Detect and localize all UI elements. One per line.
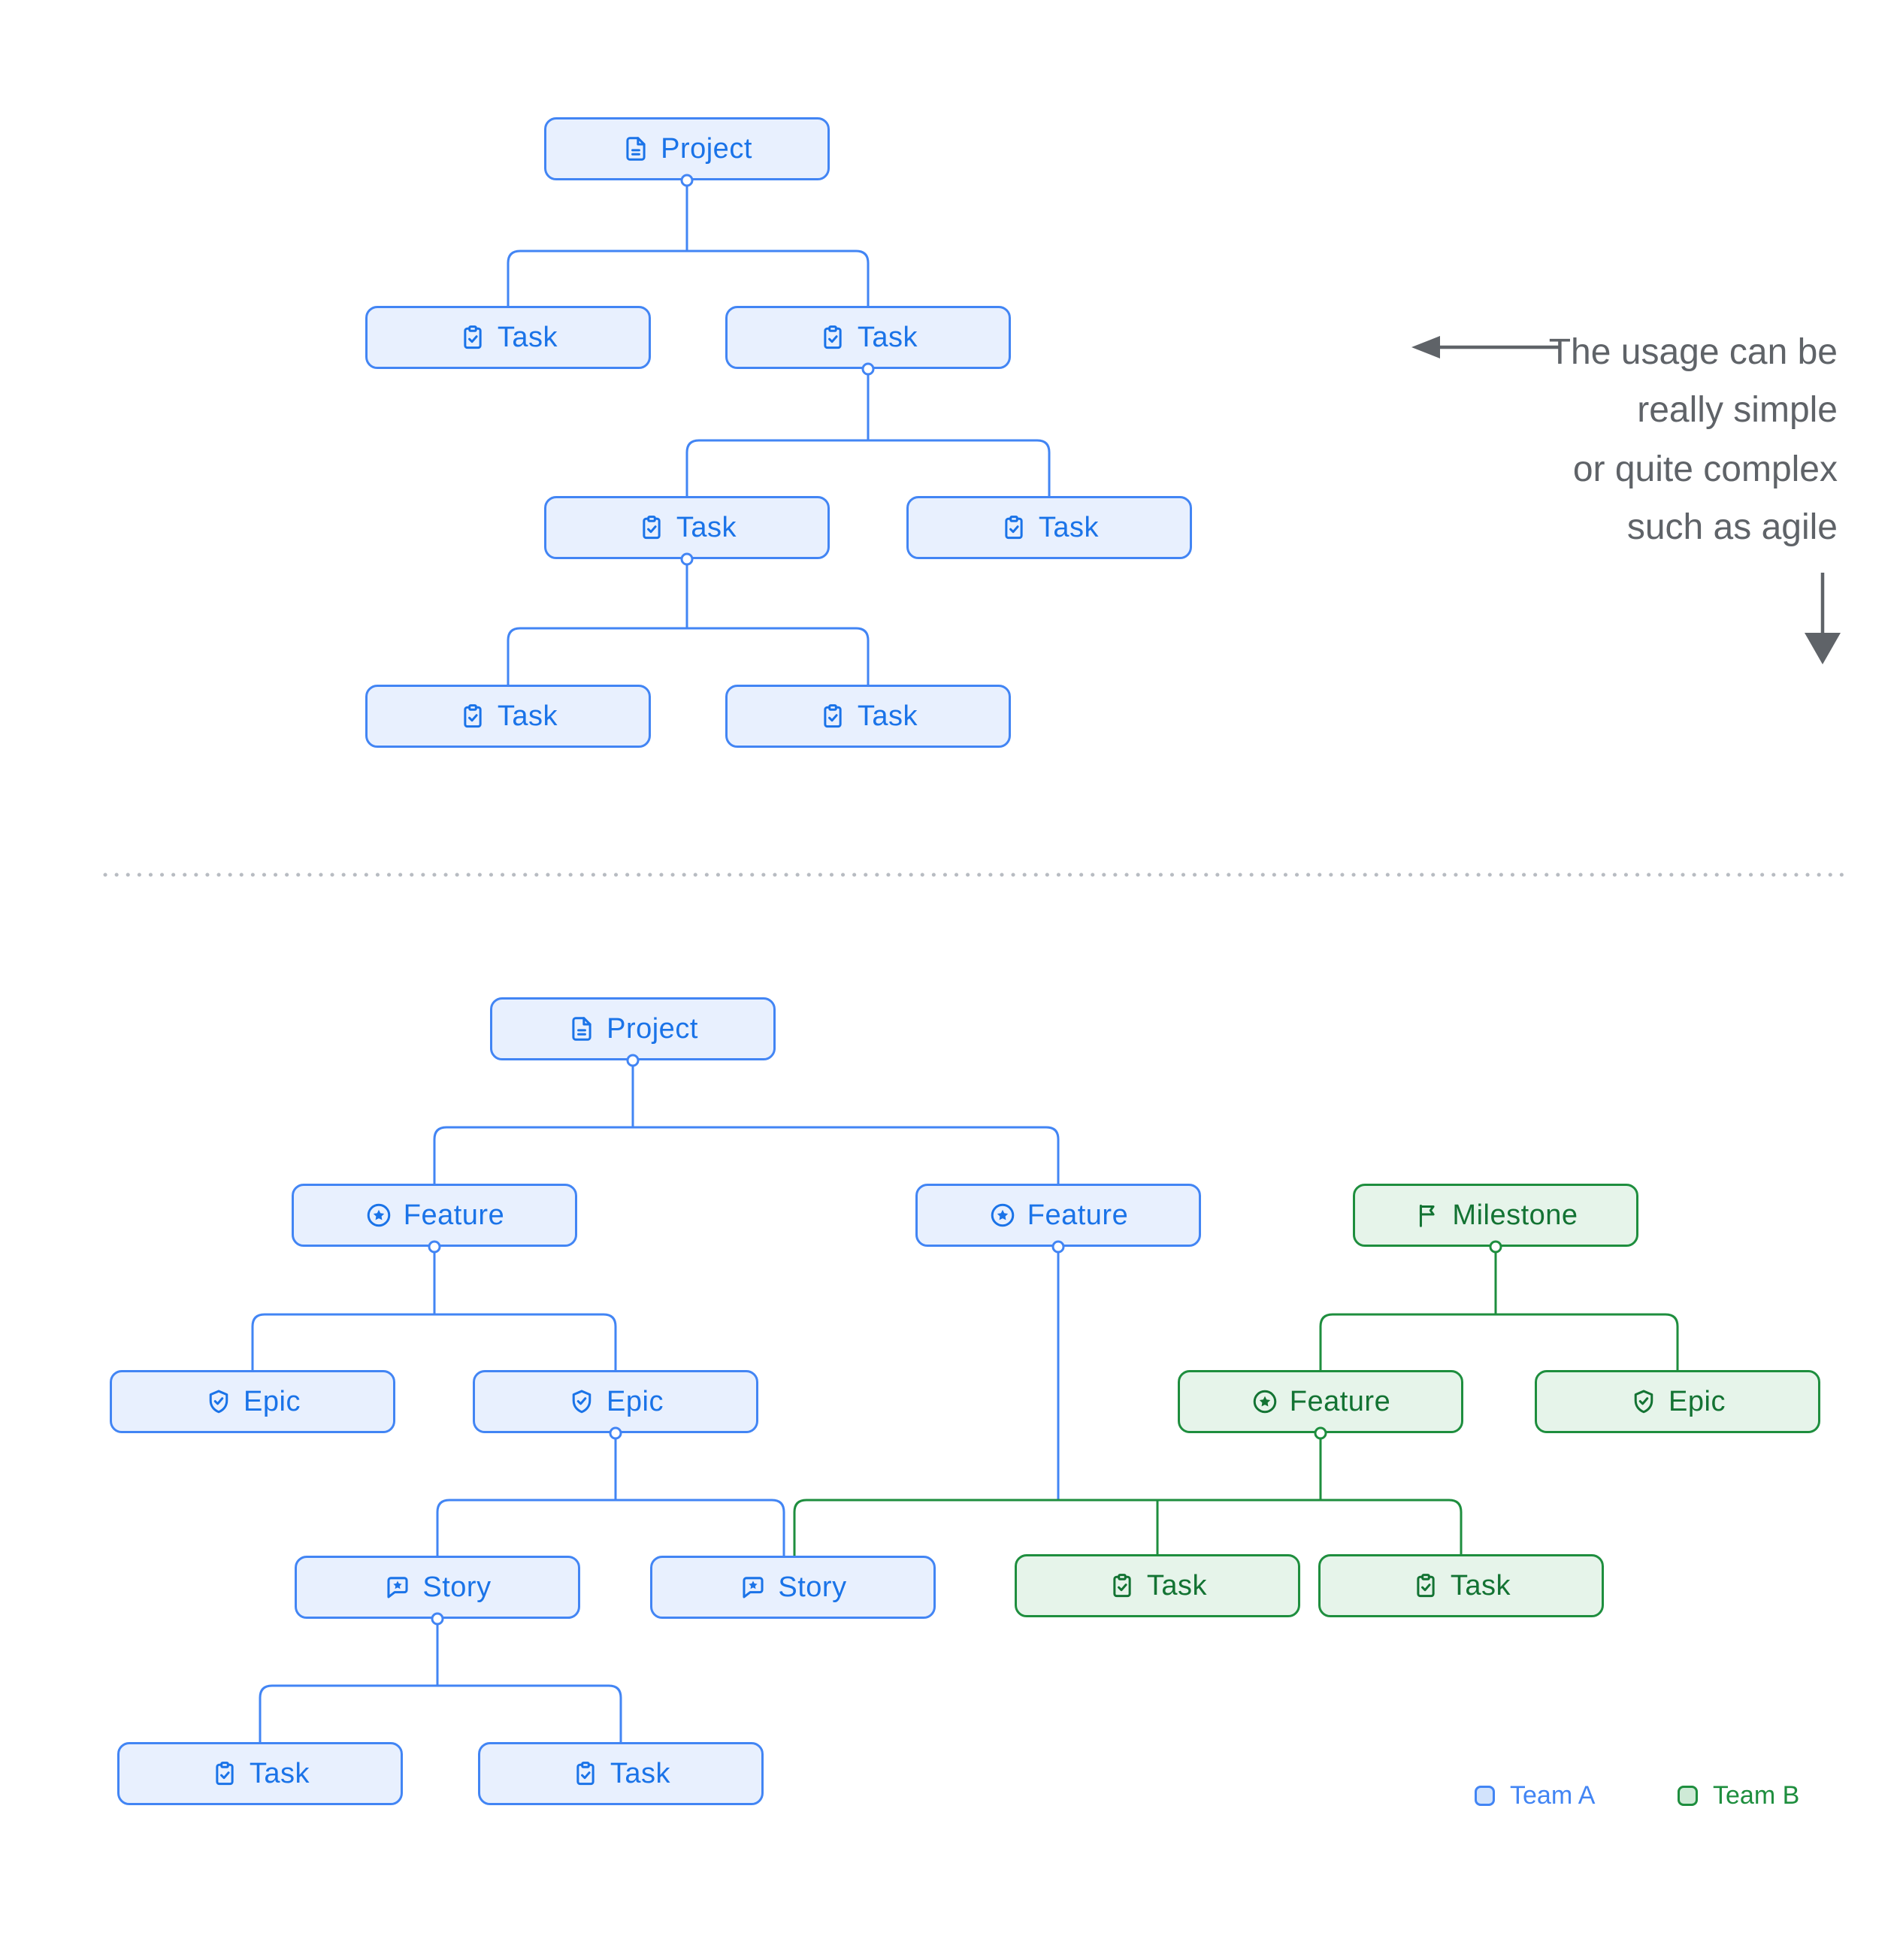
legend-label-team-b: Team B — [1713, 1781, 1800, 1810]
legend-item-team-b: Team B — [1678, 1781, 1799, 1810]
node-task: Task — [365, 306, 651, 369]
node-label: Task — [1038, 511, 1100, 543]
node-task: Task — [544, 496, 830, 559]
node-task: Task — [365, 685, 651, 748]
task-icon — [576, 1762, 594, 1786]
node-label: Story — [778, 1571, 847, 1603]
node-project: Project — [544, 117, 830, 180]
connector-branch — [433, 1126, 1060, 1184]
legend-label-team-a: Team A — [1510, 1781, 1596, 1810]
node-story: Story — [650, 1556, 936, 1619]
epic-icon — [1634, 1390, 1653, 1414]
node-epic: Epic — [110, 1370, 395, 1433]
annotation-simple: The usage can be really simple — [1549, 323, 1838, 439]
node-milestone: Milestone — [1353, 1184, 1638, 1247]
task-icon — [643, 516, 661, 540]
task-icon — [464, 325, 482, 349]
annotation-line: or quite complex — [1572, 449, 1838, 489]
arrow-left-head-icon — [1411, 336, 1440, 358]
connector-branch — [507, 627, 870, 685]
node-label: Task — [1450, 1569, 1511, 1602]
node-task: Task — [1015, 1554, 1300, 1617]
node-task: Task — [906, 496, 1192, 559]
project-icon — [572, 1017, 591, 1041]
task-icon — [1417, 1574, 1435, 1598]
arrow-down-head-icon — [1805, 633, 1841, 664]
node-feature: Feature — [1178, 1370, 1463, 1433]
connector-branch — [436, 1499, 785, 1556]
task-icon — [464, 704, 482, 728]
node-label: Task — [610, 1757, 671, 1789]
project-icon — [626, 137, 646, 161]
node-label: Task — [1146, 1569, 1208, 1602]
feature-icon — [1253, 1390, 1277, 1414]
task-icon — [824, 325, 842, 349]
task-icon — [1113, 1574, 1131, 1598]
epic-icon — [572, 1390, 591, 1414]
legend-item-team-a: Team A — [1475, 1781, 1595, 1810]
connector-branch — [259, 1684, 622, 1742]
node-label: Task — [857, 321, 918, 353]
node-label: Task — [857, 700, 918, 732]
node-label: Epic — [244, 1385, 301, 1417]
team-b-swatch — [1678, 1786, 1698, 1806]
feature-icon — [367, 1203, 391, 1227]
node-label: Story — [422, 1571, 492, 1603]
node-label: Epic — [607, 1385, 664, 1417]
node-label: Project — [661, 132, 752, 165]
node-label: Task — [497, 321, 558, 353]
node-epic: Epic — [1535, 1370, 1820, 1433]
node-task: Task — [1318, 1554, 1604, 1617]
annotation-complex: or quite complex such as agile — [1573, 440, 1838, 556]
connector-branch — [1319, 1313, 1679, 1370]
task-icon — [216, 1762, 234, 1786]
milestone-icon — [1420, 1204, 1436, 1227]
node-label: Feature — [1027, 1199, 1129, 1231]
task-icon — [824, 704, 842, 728]
story-icon — [743, 1577, 764, 1599]
node-label: Task — [249, 1757, 310, 1789]
feature-icon — [991, 1203, 1015, 1227]
annotation-line: really simple — [1637, 390, 1838, 430]
node-task: Task — [725, 306, 1011, 369]
node-feature: Feature — [292, 1184, 577, 1247]
node-story: Story — [295, 1556, 580, 1619]
connector-branch — [251, 1313, 617, 1370]
connector-branch — [507, 250, 870, 306]
task-icon — [1005, 516, 1023, 540]
connector-branch — [793, 1499, 1463, 1556]
node-label: Task — [676, 511, 737, 543]
team-a-swatch — [1475, 1786, 1495, 1806]
node-task: Task — [478, 1742, 764, 1805]
node-task: Task — [117, 1742, 403, 1805]
node-project: Project — [490, 997, 776, 1060]
node-label: Milestone — [1452, 1199, 1578, 1231]
node-label: Epic — [1669, 1385, 1726, 1417]
node-feature: Feature — [915, 1184, 1201, 1247]
annotation-line: such as agile — [1626, 507, 1838, 547]
node-label: Project — [607, 1012, 698, 1045]
annotation-line: The usage can be — [1548, 332, 1838, 372]
epic-icon — [209, 1390, 228, 1414]
node-epic: Epic — [473, 1370, 758, 1433]
story-icon — [387, 1577, 408, 1599]
node-task: Task — [725, 685, 1011, 748]
node-label: Task — [497, 700, 558, 732]
connector-branch — [685, 439, 1051, 496]
node-label: Feature — [403, 1199, 505, 1231]
node-label: Feature — [1289, 1385, 1391, 1417]
